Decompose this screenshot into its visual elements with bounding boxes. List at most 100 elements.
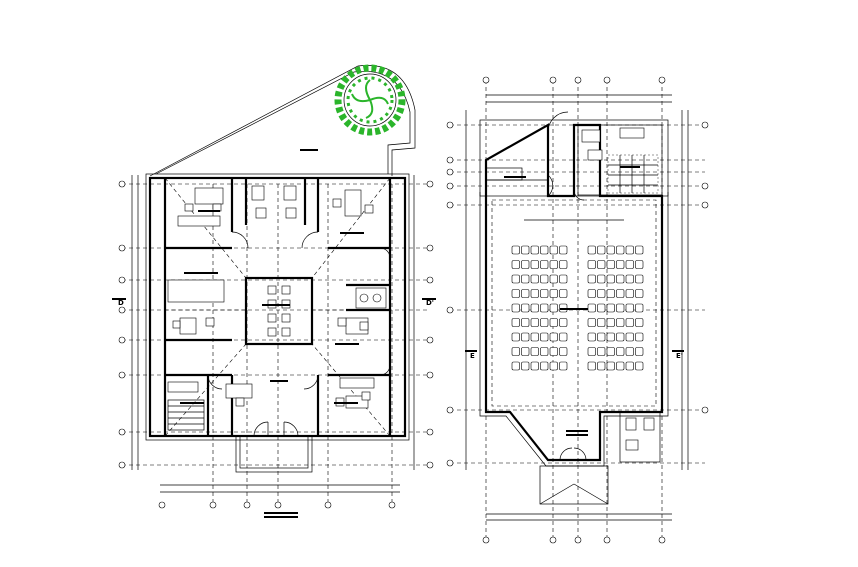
auditorium-seat	[606, 245, 615, 255]
auditorium-seat	[521, 347, 530, 356]
auditorium-seat	[511, 361, 520, 371]
room-label-bars	[504, 166, 640, 436]
svg-text:D: D	[118, 299, 124, 307]
auditorium-seat	[616, 289, 625, 298]
auditorium-seat	[530, 260, 539, 269]
auditorium-seat	[625, 260, 634, 269]
auditorium-seat	[521, 318, 530, 327]
chair-icon	[511, 245, 644, 371]
auditorium-seat	[587, 260, 596, 269]
auditorium-seat	[587, 289, 596, 298]
kitchen-tiles	[607, 154, 659, 194]
toilet-icon	[251, 185, 387, 309]
auditorium-seat	[597, 260, 606, 269]
auditorium-seat	[521, 289, 530, 298]
auditorium-seat	[616, 361, 625, 371]
auditorium-seat	[635, 361, 644, 371]
auditorium-seat	[530, 347, 539, 356]
auditorium-seat	[549, 318, 558, 327]
auditorium-seat	[635, 245, 644, 255]
auditorium-seat	[530, 361, 539, 371]
auditorium-seat	[606, 303, 615, 313]
auditorium-seat	[511, 318, 520, 327]
auditorium-seat	[549, 260, 558, 269]
section-mark-d-prime: D'	[422, 298, 436, 307]
section-mark-d: D	[112, 298, 126, 307]
auditorium-seat	[559, 347, 568, 356]
auditorium-seat	[540, 289, 549, 298]
auditorium-seat	[616, 318, 625, 327]
auditorium-seat	[635, 289, 644, 298]
auditorium-seat	[635, 332, 644, 342]
auditorium-seat	[606, 332, 615, 342]
auditorium-seat	[625, 289, 634, 298]
auditorium-seat	[559, 318, 568, 327]
desk-icon	[167, 187, 375, 409]
auditorium-seat	[606, 274, 615, 284]
auditorium-seat	[549, 289, 558, 298]
auditorium-seat	[597, 289, 606, 298]
auditorium-seat	[511, 245, 520, 255]
room-label-bars	[180, 149, 364, 518]
auditorium-seat	[625, 318, 634, 327]
auditorium-seat	[530, 332, 539, 342]
auditorium-seat	[540, 361, 549, 371]
auditorium-seat	[521, 332, 530, 342]
auditorium-seat	[530, 318, 539, 327]
auditorium-seat	[616, 260, 625, 269]
auditorium-seat	[559, 260, 568, 269]
auditorium-seat	[521, 361, 530, 371]
auditorium-seat	[559, 289, 568, 298]
auditorium-seat	[587, 347, 596, 356]
tree-icon	[334, 64, 406, 136]
auditorium-seat	[549, 274, 558, 284]
auditorium-seat	[540, 347, 549, 356]
auditorium-seat	[597, 347, 606, 356]
auditorium-seat	[616, 332, 625, 342]
auditorium-seat	[530, 245, 539, 255]
svg-text:E: E	[470, 352, 475, 360]
auditorium-seat	[530, 303, 539, 313]
auditorium-seat	[511, 303, 520, 313]
auditorium-seat	[549, 245, 558, 255]
auditorium-seat	[511, 347, 520, 356]
auditorium-seat	[540, 274, 549, 284]
auditorium-seat	[521, 245, 530, 255]
auditorium-seat	[587, 303, 596, 313]
auditorium-seat	[559, 332, 568, 342]
auditorium-seat	[521, 303, 530, 313]
auditorium-seat	[511, 274, 520, 284]
auditorium-seat	[616, 245, 625, 255]
auditorium-seat	[549, 347, 558, 356]
auditorium-seat	[597, 361, 606, 371]
auditorium-seat	[540, 318, 549, 327]
auditorium-seat	[597, 245, 606, 255]
auditorium-seat	[597, 303, 606, 313]
auditorium-seat	[511, 260, 520, 269]
auditorium-seat	[606, 260, 615, 269]
auditorium-seat	[559, 245, 568, 255]
toilet-icon	[625, 417, 655, 451]
auditorium-seat	[625, 361, 634, 371]
door-swing-icon	[547, 111, 587, 461]
grid-bubble-icon	[446, 76, 709, 544]
auditorium-seat	[521, 274, 530, 284]
auditorium-seat	[559, 274, 568, 284]
stair	[167, 399, 205, 431]
chair-icon	[172, 198, 374, 407]
auditorium-seat	[597, 274, 606, 284]
auditorium-seat	[559, 361, 568, 371]
auditorium-seat	[606, 361, 615, 371]
auditorium-seat	[635, 303, 644, 313]
auditorium-seat	[606, 289, 615, 298]
auditorium-seat	[530, 289, 539, 298]
auditorium-seat	[530, 274, 539, 284]
auditorium-seat	[511, 332, 520, 342]
auditorium-seat	[549, 332, 558, 342]
auditorium-seat	[625, 347, 634, 356]
section-mark-e-prime: E'	[672, 350, 684, 360]
auditorium-seat	[540, 332, 549, 342]
auditorium-seat	[625, 303, 634, 313]
auditorium-seat	[587, 332, 596, 342]
